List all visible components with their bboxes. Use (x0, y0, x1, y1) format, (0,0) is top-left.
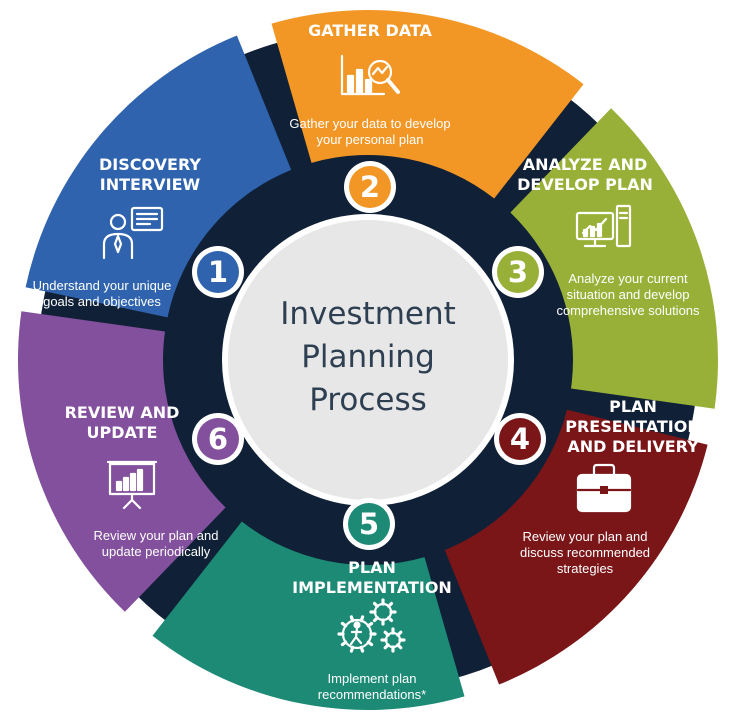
segment-step-1 (25, 35, 292, 318)
chart-magnifier-icon (340, 54, 400, 96)
segment-step-4 (444, 409, 708, 685)
step-number: 2 (360, 170, 380, 204)
step-description-line: Implement plan (328, 671, 417, 686)
badge-fill (497, 251, 539, 293)
step-description-line: your personal plan (317, 132, 424, 147)
segment-step-3 (510, 108, 719, 409)
step-number: 1 (208, 255, 228, 289)
step-badge-5: 5 (343, 498, 395, 550)
step-title-line: AND DELIVERY (567, 437, 699, 456)
step-title-line: PLAN (609, 397, 657, 416)
presentation-chart-icon (106, 460, 158, 510)
step-description-line: strategies (557, 561, 614, 576)
gears-person-icon (337, 598, 406, 653)
briefcase-icon (576, 463, 632, 513)
step-title-line: PRESENTATION (565, 417, 701, 436)
step-description-line: comprehensive solutions (556, 303, 700, 318)
step-description-line: Review your plan and (522, 529, 647, 544)
segment-label-2: GATHER DATA Gather your data to developyo… (289, 21, 450, 147)
step-badge-1: 1 (192, 246, 244, 298)
step-badge-2: 2 (344, 161, 396, 213)
step-title-line: DISCOVERY (99, 155, 201, 174)
center-title-line: Investment (280, 296, 456, 332)
step-number-badges: 1 2 3 4 5 6 (192, 161, 546, 550)
step-description-line: goals and objectives (43, 294, 161, 309)
step-description-line: discuss recommended (520, 545, 650, 560)
step-title-line: INTERVIEW (100, 175, 201, 194)
badge-fill (348, 503, 390, 545)
badge-fill (197, 418, 239, 460)
segment-icons (102, 54, 632, 653)
step-title-line: PLAN (348, 558, 396, 577)
segment-step-5 (152, 521, 465, 710)
step-number: 6 (208, 422, 228, 456)
step-description-line: Understand your unique (33, 278, 172, 293)
step-description-line: situation and develop (567, 287, 690, 302)
center-title-line: Planning (301, 339, 435, 375)
step-title-line: UPDATE (87, 423, 158, 442)
center-title-line: Process (309, 382, 427, 418)
step-title-line: ANALYZE AND (523, 155, 648, 174)
step-badge-6: 6 (192, 413, 244, 465)
step-title-line: GATHER DATA (308, 21, 432, 40)
step-badge-3: 3 (492, 246, 544, 298)
step-description-line: Review your plan and (93, 528, 218, 543)
badge-fill (349, 166, 391, 208)
step-title-line: DEVELOP PLAN (517, 175, 653, 194)
step-number: 3 (508, 255, 528, 289)
step-number: 5 (359, 507, 379, 541)
step-description-line: Gather your data to develop (289, 116, 450, 131)
step-description-line: update periodically (102, 544, 211, 559)
badge-fill (197, 251, 239, 293)
badge-fill (499, 418, 541, 460)
presenter-board-icon (102, 206, 164, 260)
step-description-line: Analyze your current (568, 271, 688, 286)
step-badge-4: 4 (494, 413, 546, 465)
segment-step-2 (271, 10, 584, 199)
step-title-line: IMPLEMENTATION (292, 578, 452, 597)
step-title-line: REVIEW AND (65, 403, 180, 422)
step-description-line: recommendations* (318, 687, 426, 702)
step-number: 4 (510, 422, 530, 456)
computer-chart-icon (575, 204, 632, 248)
